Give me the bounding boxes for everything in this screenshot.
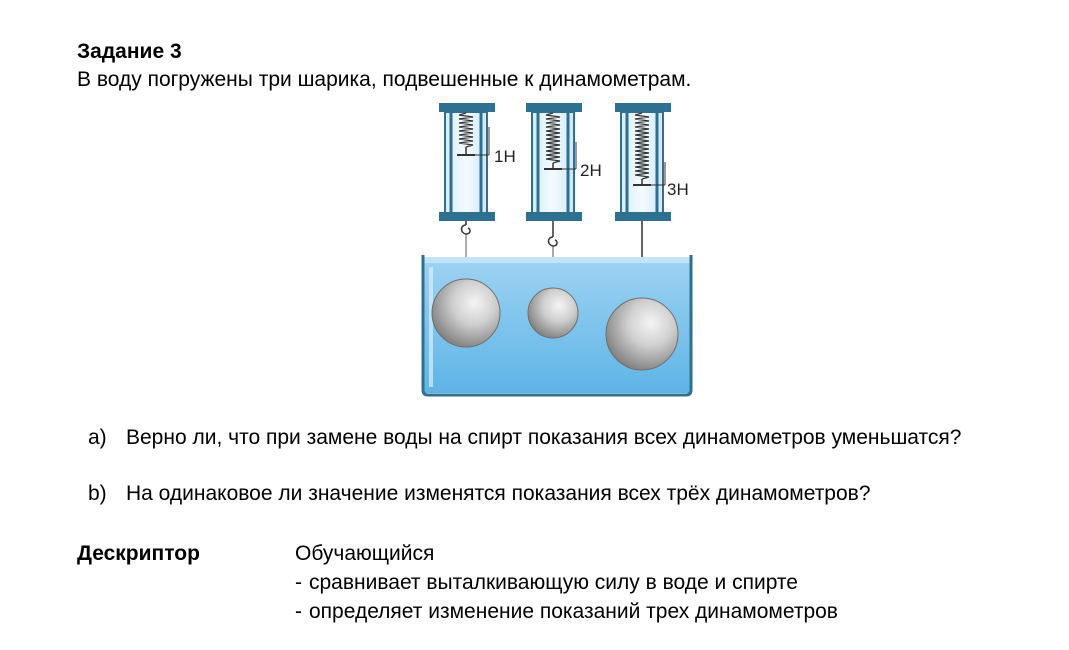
dynamometer-2-top-cap — [526, 103, 582, 112]
container-walls — [421, 255, 693, 397]
descriptor-label: Дескриптор — [77, 542, 200, 565]
dynamometer-1-bottom-cap — [439, 212, 495, 221]
water-surface — [423, 257, 691, 263]
question-a-text: Верно ли, что при замене воды на спирт п… — [126, 426, 962, 449]
dynamometer-1-label: 1Н — [494, 147, 516, 166]
ball-3 — [605, 297, 679, 371]
question-b: b) На одинаковое ли значение изменятся п… — [88, 481, 1048, 509]
descriptor-item-2: -определяет изменение показаний трех дин… — [295, 599, 838, 625]
dynamometer-3: 3Н — [615, 103, 689, 301]
dynamometer-1-hook — [460, 224, 471, 235]
dynamometer-3-bottom-cap — [615, 212, 671, 221]
task-text: В воду погружены три шарика, подвешенные… — [77, 68, 692, 91]
dynamometer-2-spring — [545, 112, 561, 164]
ball-2 — [527, 287, 579, 339]
dynamometer-3-label: 3Н — [667, 180, 689, 199]
dynamometer-2-hook — [547, 236, 558, 247]
question-b-text: На одинаковое ли значение изменятся пока… — [126, 482, 871, 505]
descriptor-item-1-text: сравнивает выталкивающую силу в воде и с… — [309, 571, 798, 594]
descriptor-item-2-text: определяет изменение показаний трех дина… — [309, 600, 838, 623]
descriptor-dash: - — [295, 571, 302, 594]
dynamometer-2-label: 2Н — [580, 161, 602, 180]
dynamometer-2: 2Н — [526, 103, 602, 289]
dynamometers-figure: 1Н 2Н 3Н — [421, 103, 693, 397]
descriptor-intro: Обучающийся — [295, 542, 435, 565]
descriptor-dash: - — [295, 600, 302, 623]
dynamometer-1: 1Н — [439, 103, 516, 285]
dynamometer-2-bottom-cap — [526, 212, 582, 221]
question-b-marker: b) — [88, 482, 107, 505]
dynamometer-1-top-cap — [439, 103, 495, 112]
dynamometer-3-top-cap — [615, 103, 671, 112]
ball-1 — [431, 278, 501, 348]
task-title: Задание 3 — [77, 40, 182, 63]
question-a: a) Верно ли, что при замене воды на спир… — [88, 425, 1018, 479]
dynamometer-1-spring — [458, 112, 474, 148]
dynamometer-3-spring — [634, 112, 650, 180]
descriptor-item-1: -сравнивает выталкивающую силу в воде и … — [295, 570, 798, 596]
question-a-marker: a) — [88, 426, 107, 449]
